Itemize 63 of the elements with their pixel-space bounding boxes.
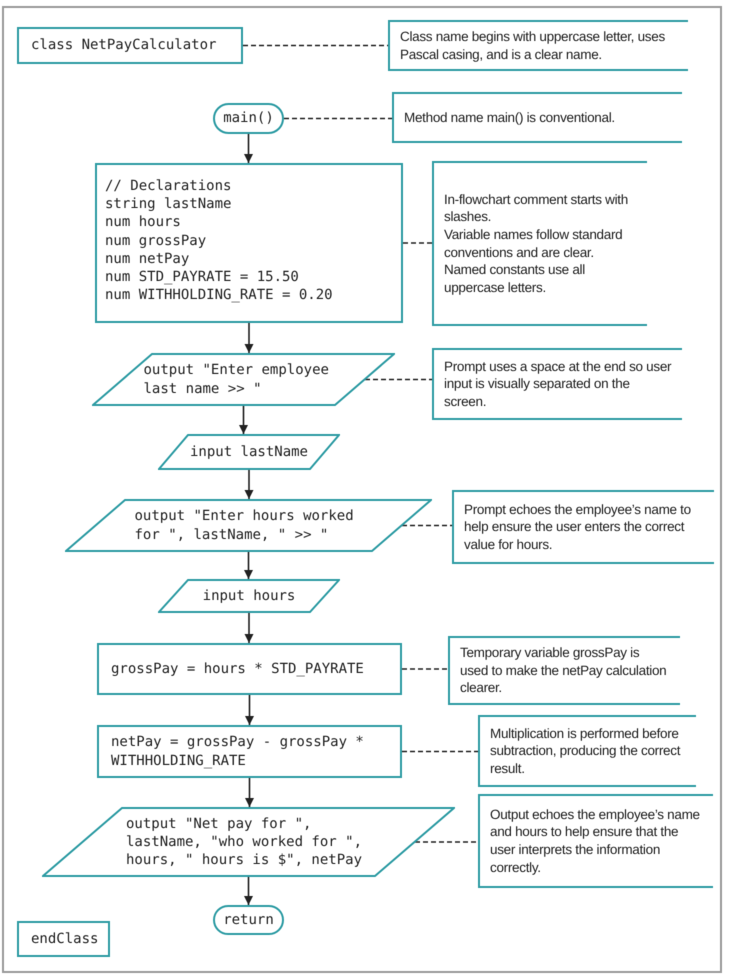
- dashed-connector: [284, 118, 392, 120]
- code-text: input lastName: [190, 442, 308, 462]
- code-text: main(): [223, 109, 274, 128]
- comment-text: Method name main() is conventional.: [404, 108, 616, 126]
- code-text: num WITHHOLDING_RATE = 0.20: [105, 286, 334, 304]
- dashed-connector: [402, 524, 452, 526]
- annotation-box: [478, 794, 713, 888]
- arrow: [245, 695, 254, 725]
- arrow: [245, 778, 254, 807]
- comment-text: Variable names follow standard conventions and are clear.: [444, 226, 624, 262]
- code-text: output "Net pay for ", lastName, "who worked for ", hours, " hours is $", netPay: [126, 814, 364, 870]
- arrow: [244, 323, 254, 353]
- code-text: class NetPayCalculator: [31, 36, 218, 55]
- io-parallelogram: [65, 499, 432, 552]
- code-text: return: [223, 910, 274, 930]
- code-text: netPay = grossPay - grossPay * WITHHOLDING_RATE: [111, 733, 365, 770]
- dashed-connector: [403, 242, 432, 244]
- dashed-connector: [402, 668, 448, 670]
- code-text: // Declarations: [105, 177, 232, 196]
- comment-text: Class name begins with uppercase letter, uses Pascal casing, and is a clear name.: [400, 28, 666, 64]
- dashed-connector: [365, 378, 432, 380]
- code-text: input hours: [202, 586, 296, 606]
- io-parallelogram: [92, 353, 395, 406]
- code-text: num grossPay: [105, 232, 208, 250]
- annotation-box: [392, 92, 682, 143]
- code-text: grossPay = hours * STD_PAYRATE: [111, 660, 365, 678]
- comment-text: Temporary variable grossPay is used to make the netPay calculation clearer.: [460, 644, 668, 697]
- annotation-box: [448, 636, 680, 705]
- arrow: [244, 470, 254, 499]
- annotation-box: [452, 490, 714, 564]
- comment-text: In-flowchart comment starts with slashes.: [444, 190, 629, 226]
- code-text: endClass: [31, 930, 96, 948]
- dashed-connector: [243, 44, 388, 46]
- comment-text: Prompt uses a space at the end so user input is visually separated on the screen.: [444, 358, 672, 410]
- code-text: num STD_PAYRATE = 15.50: [105, 268, 300, 286]
- arrow: [239, 406, 248, 434]
- io-parallelogram: [158, 434, 340, 470]
- dashed-connector: [415, 841, 478, 843]
- arrow: [244, 134, 253, 163]
- comment-text: Output echoes the employee’s name and hours to help ensure that the user interprets the information correctly.: [490, 806, 701, 876]
- comment-text: Prompt echoes the employee’s name to help ensure the user enters the correct value for hours.: [464, 500, 692, 554]
- annotation-box: [478, 715, 696, 787]
- code-text: output "Enter employee last name >> ": [144, 361, 330, 398]
- process-box: [97, 643, 402, 695]
- process-box: [97, 725, 402, 778]
- annotation-box: [388, 20, 688, 71]
- annotation-box: [432, 161, 647, 326]
- arrow: [244, 613, 254, 643]
- code-text: num netPay: [105, 250, 190, 268]
- code-text: output "Enter hours worked for ", lastName, " >> ": [134, 507, 355, 544]
- arrow: [244, 877, 253, 905]
- io-parallelogram: [42, 807, 455, 877]
- annotation-box: [432, 348, 682, 420]
- process-box: [95, 163, 403, 323]
- io-parallelogram: [158, 579, 340, 613]
- process-box: [17, 27, 243, 64]
- code-text: string lastName: [105, 195, 232, 214]
- dashed-connector: [402, 750, 478, 752]
- comment-text: Multiplication is performed before subtraction, producing the correct result.: [490, 724, 682, 778]
- arrow: [244, 552, 253, 579]
- comment-text: Named constants use all uppercase letters.: [444, 261, 586, 296]
- code-text: num hours: [105, 213, 182, 232]
- process-box: [17, 921, 110, 957]
